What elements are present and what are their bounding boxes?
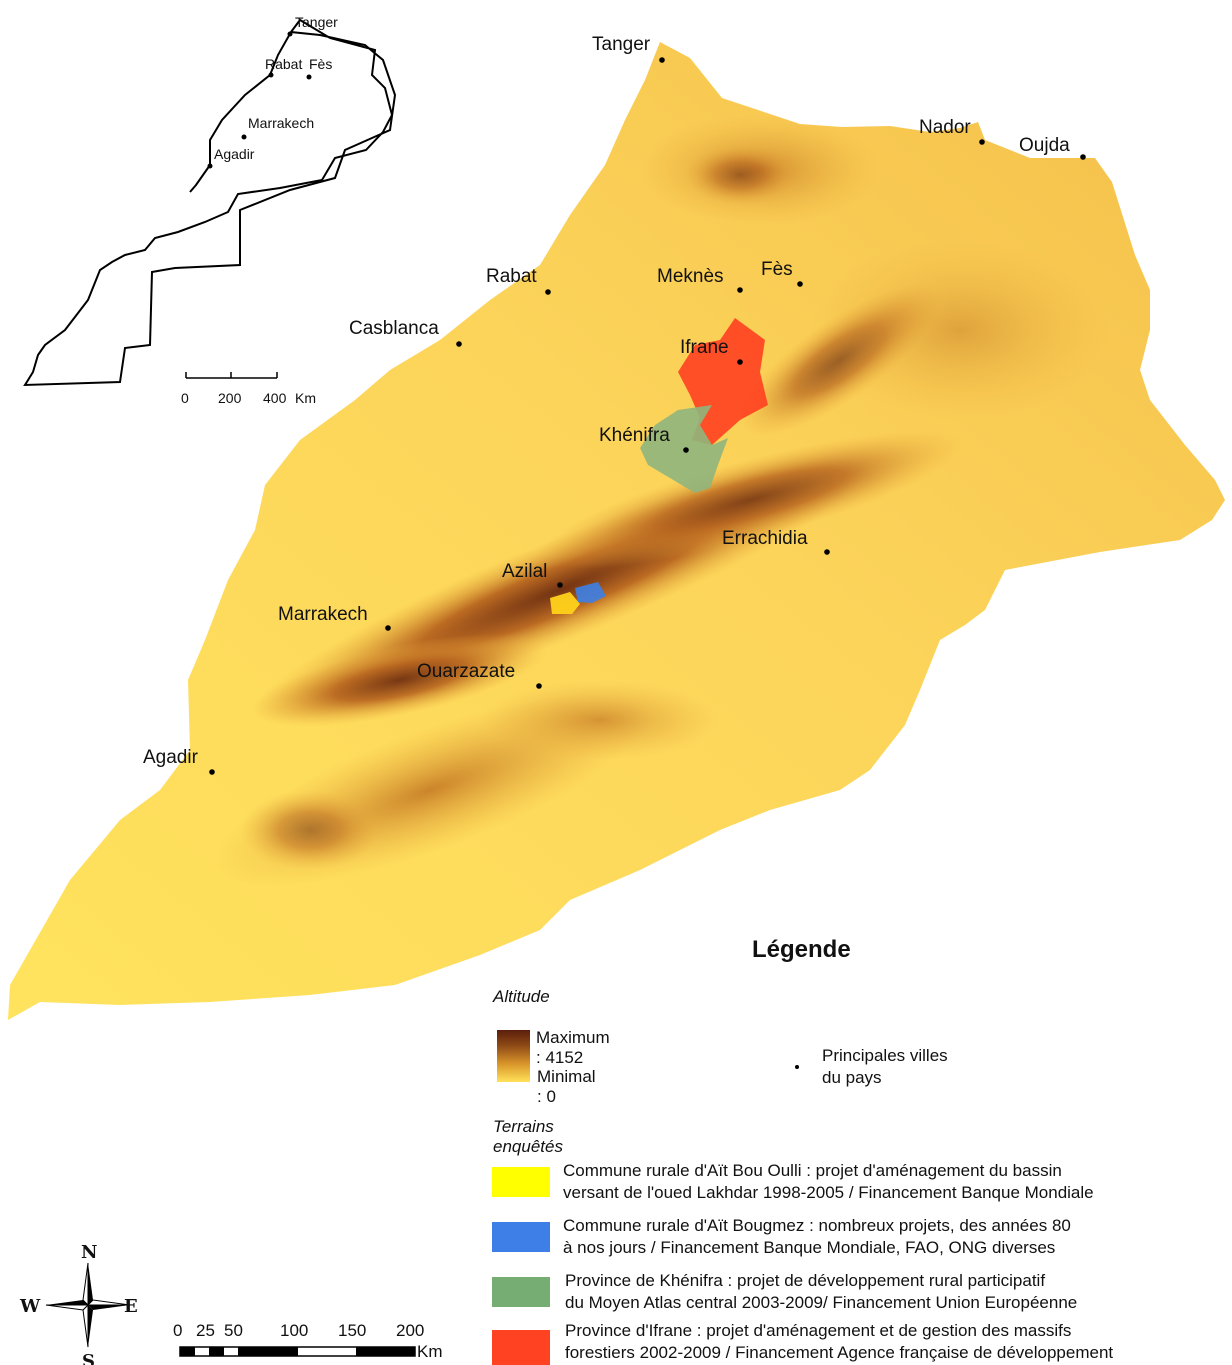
- city-label: Fès: [761, 259, 793, 280]
- city-label: Tanger: [592, 34, 651, 55]
- city-oujda: Oujda: [1019, 135, 1086, 160]
- city-ifrane: Ifrane: [680, 337, 743, 365]
- svg-text:0: 0: [173, 1321, 182, 1340]
- terrains-heading: Terrains enquêtés: [493, 1117, 563, 1156]
- legend-item-1-line2: versant de l'oued Lakhdar 1998-2005 / Fi…: [563, 1183, 1094, 1202]
- altitude-heading: Altitude: [493, 987, 550, 1006]
- city-khenifra: Khénifra: [599, 425, 689, 453]
- main-map-cities: Tanger Nador Oujda Rabat Meknès Fès Casb…: [143, 34, 1086, 775]
- city-label: Meknès: [657, 266, 724, 287]
- city-ouarzazate: Ouarzazate: [417, 661, 542, 689]
- swatch-ifrane: [492, 1330, 550, 1365]
- compass-e: E: [124, 1296, 138, 1317]
- inset-morocco-outline: [23, 18, 397, 387]
- city-fes: Fès: [761, 259, 803, 287]
- city-label: Errachidia: [722, 528, 808, 549]
- city-marrakech: Marrakech: [278, 604, 391, 631]
- cities-legend-label-1: Principales villes: [822, 1046, 948, 1065]
- ait-bou-oulli-area: [550, 592, 580, 614]
- morocco-relief-map: [8, 42, 1225, 1020]
- city-label: Azilal: [502, 561, 547, 582]
- city-errachidia: Errachidia: [722, 528, 830, 555]
- altitude-color-ramp: [497, 1030, 530, 1082]
- city-agadir: Agadir: [143, 747, 215, 775]
- svg-text:Marrakech: Marrakech: [248, 115, 314, 131]
- cities-legend-label-2: du pays: [822, 1068, 882, 1087]
- swatch-ait-bou-oulli: [492, 1167, 550, 1197]
- legend-item-1-line1: Commune rurale d'Aït Bou Oulli : projet …: [563, 1161, 1062, 1180]
- swatch-khenifra: [492, 1277, 550, 1307]
- svg-text:Tanger: Tanger: [295, 14, 338, 30]
- city-label: Casblanca: [349, 318, 439, 339]
- city-label: Rabat: [486, 266, 537, 287]
- city-label: Oujda: [1019, 135, 1070, 156]
- ait-bougmez-area: [575, 582, 606, 603]
- svg-text:200: 200: [218, 390, 242, 406]
- svg-text:Agadir: Agadir: [214, 146, 255, 162]
- city-label: Agadir: [143, 747, 199, 768]
- city-label: Ifrane: [680, 337, 729, 358]
- inset-city-rabat: Rabat: [265, 56, 302, 78]
- svg-text:Km: Km: [295, 390, 316, 406]
- city-label: Marrakech: [278, 604, 368, 625]
- svg-text:400: 400: [263, 390, 287, 406]
- inset-city-fes: Fès: [306, 56, 332, 80]
- svg-text:150: 150: [338, 1321, 366, 1340]
- legend-item-2-line1: Commune rurale d'Aït Bougmez : nombreux …: [563, 1216, 1071, 1235]
- swatch-ait-bougmez: [492, 1222, 550, 1252]
- scale-bar: 0 25 50 100 150 200 Km: [173, 1321, 443, 1361]
- svg-text:25: 25: [196, 1321, 215, 1340]
- city-label: Nador: [919, 117, 971, 138]
- inset-city-agadir: Agadir: [207, 146, 255, 169]
- city-label: Khénifra: [599, 425, 670, 446]
- inset-city-marrakech: Marrakech: [241, 115, 314, 140]
- altitude-max-label: Maximum : 4152: [536, 1028, 610, 1067]
- svg-text:Rabat: Rabat: [265, 56, 302, 72]
- city-label: Ouarzazate: [417, 661, 515, 682]
- svg-text:200: 200: [396, 1321, 424, 1340]
- city-nador: Nador: [919, 117, 985, 145]
- inset-scale-bar: 0 200 400 Km: [181, 372, 316, 406]
- altitude-min-label: Minimal : 0: [537, 1067, 596, 1106]
- compass-rose-icon: N S E W: [19, 1242, 138, 1365]
- city-tanger: Tanger: [592, 34, 665, 63]
- legend-title: Légende: [752, 936, 851, 963]
- compass-w: W: [19, 1296, 41, 1317]
- legend-item-4-line1: Province d'Ifrane : projet d'aménagement…: [565, 1321, 1072, 1340]
- city-azilal: Azilal: [502, 561, 563, 588]
- svg-text:Km: Km: [417, 1342, 443, 1361]
- svg-text:0: 0: [181, 390, 189, 406]
- svg-text:50: 50: [224, 1321, 243, 1340]
- inset-city-tanger: Tanger: [287, 14, 338, 37]
- city-rabat: Rabat: [486, 266, 551, 295]
- legend-item-3-line2: du Moyen Atlas central 2003-2009/ Financ…: [565, 1293, 1078, 1312]
- city-dot-symbol: [795, 1065, 799, 1069]
- city-casablanca: Casblanca: [349, 318, 462, 347]
- svg-text:100: 100: [280, 1321, 308, 1340]
- legend-item-4-line2: forestiers 2002-2009 / Financement Agenc…: [565, 1343, 1114, 1362]
- compass-s: S: [82, 1351, 95, 1365]
- city-meknes: Meknès: [657, 266, 743, 293]
- compass-n: N: [81, 1242, 97, 1263]
- legend-item-3-line1: Province de Khénifra : projet de dévelop…: [565, 1271, 1046, 1290]
- svg-text:Fès: Fès: [309, 56, 332, 72]
- inset-map: Tanger Rabat Fès Marrakech Agadir 0 200 …: [23, 14, 397, 406]
- legend-item-2-line2: à nos jours / Financement Banque Mondial…: [563, 1238, 1056, 1257]
